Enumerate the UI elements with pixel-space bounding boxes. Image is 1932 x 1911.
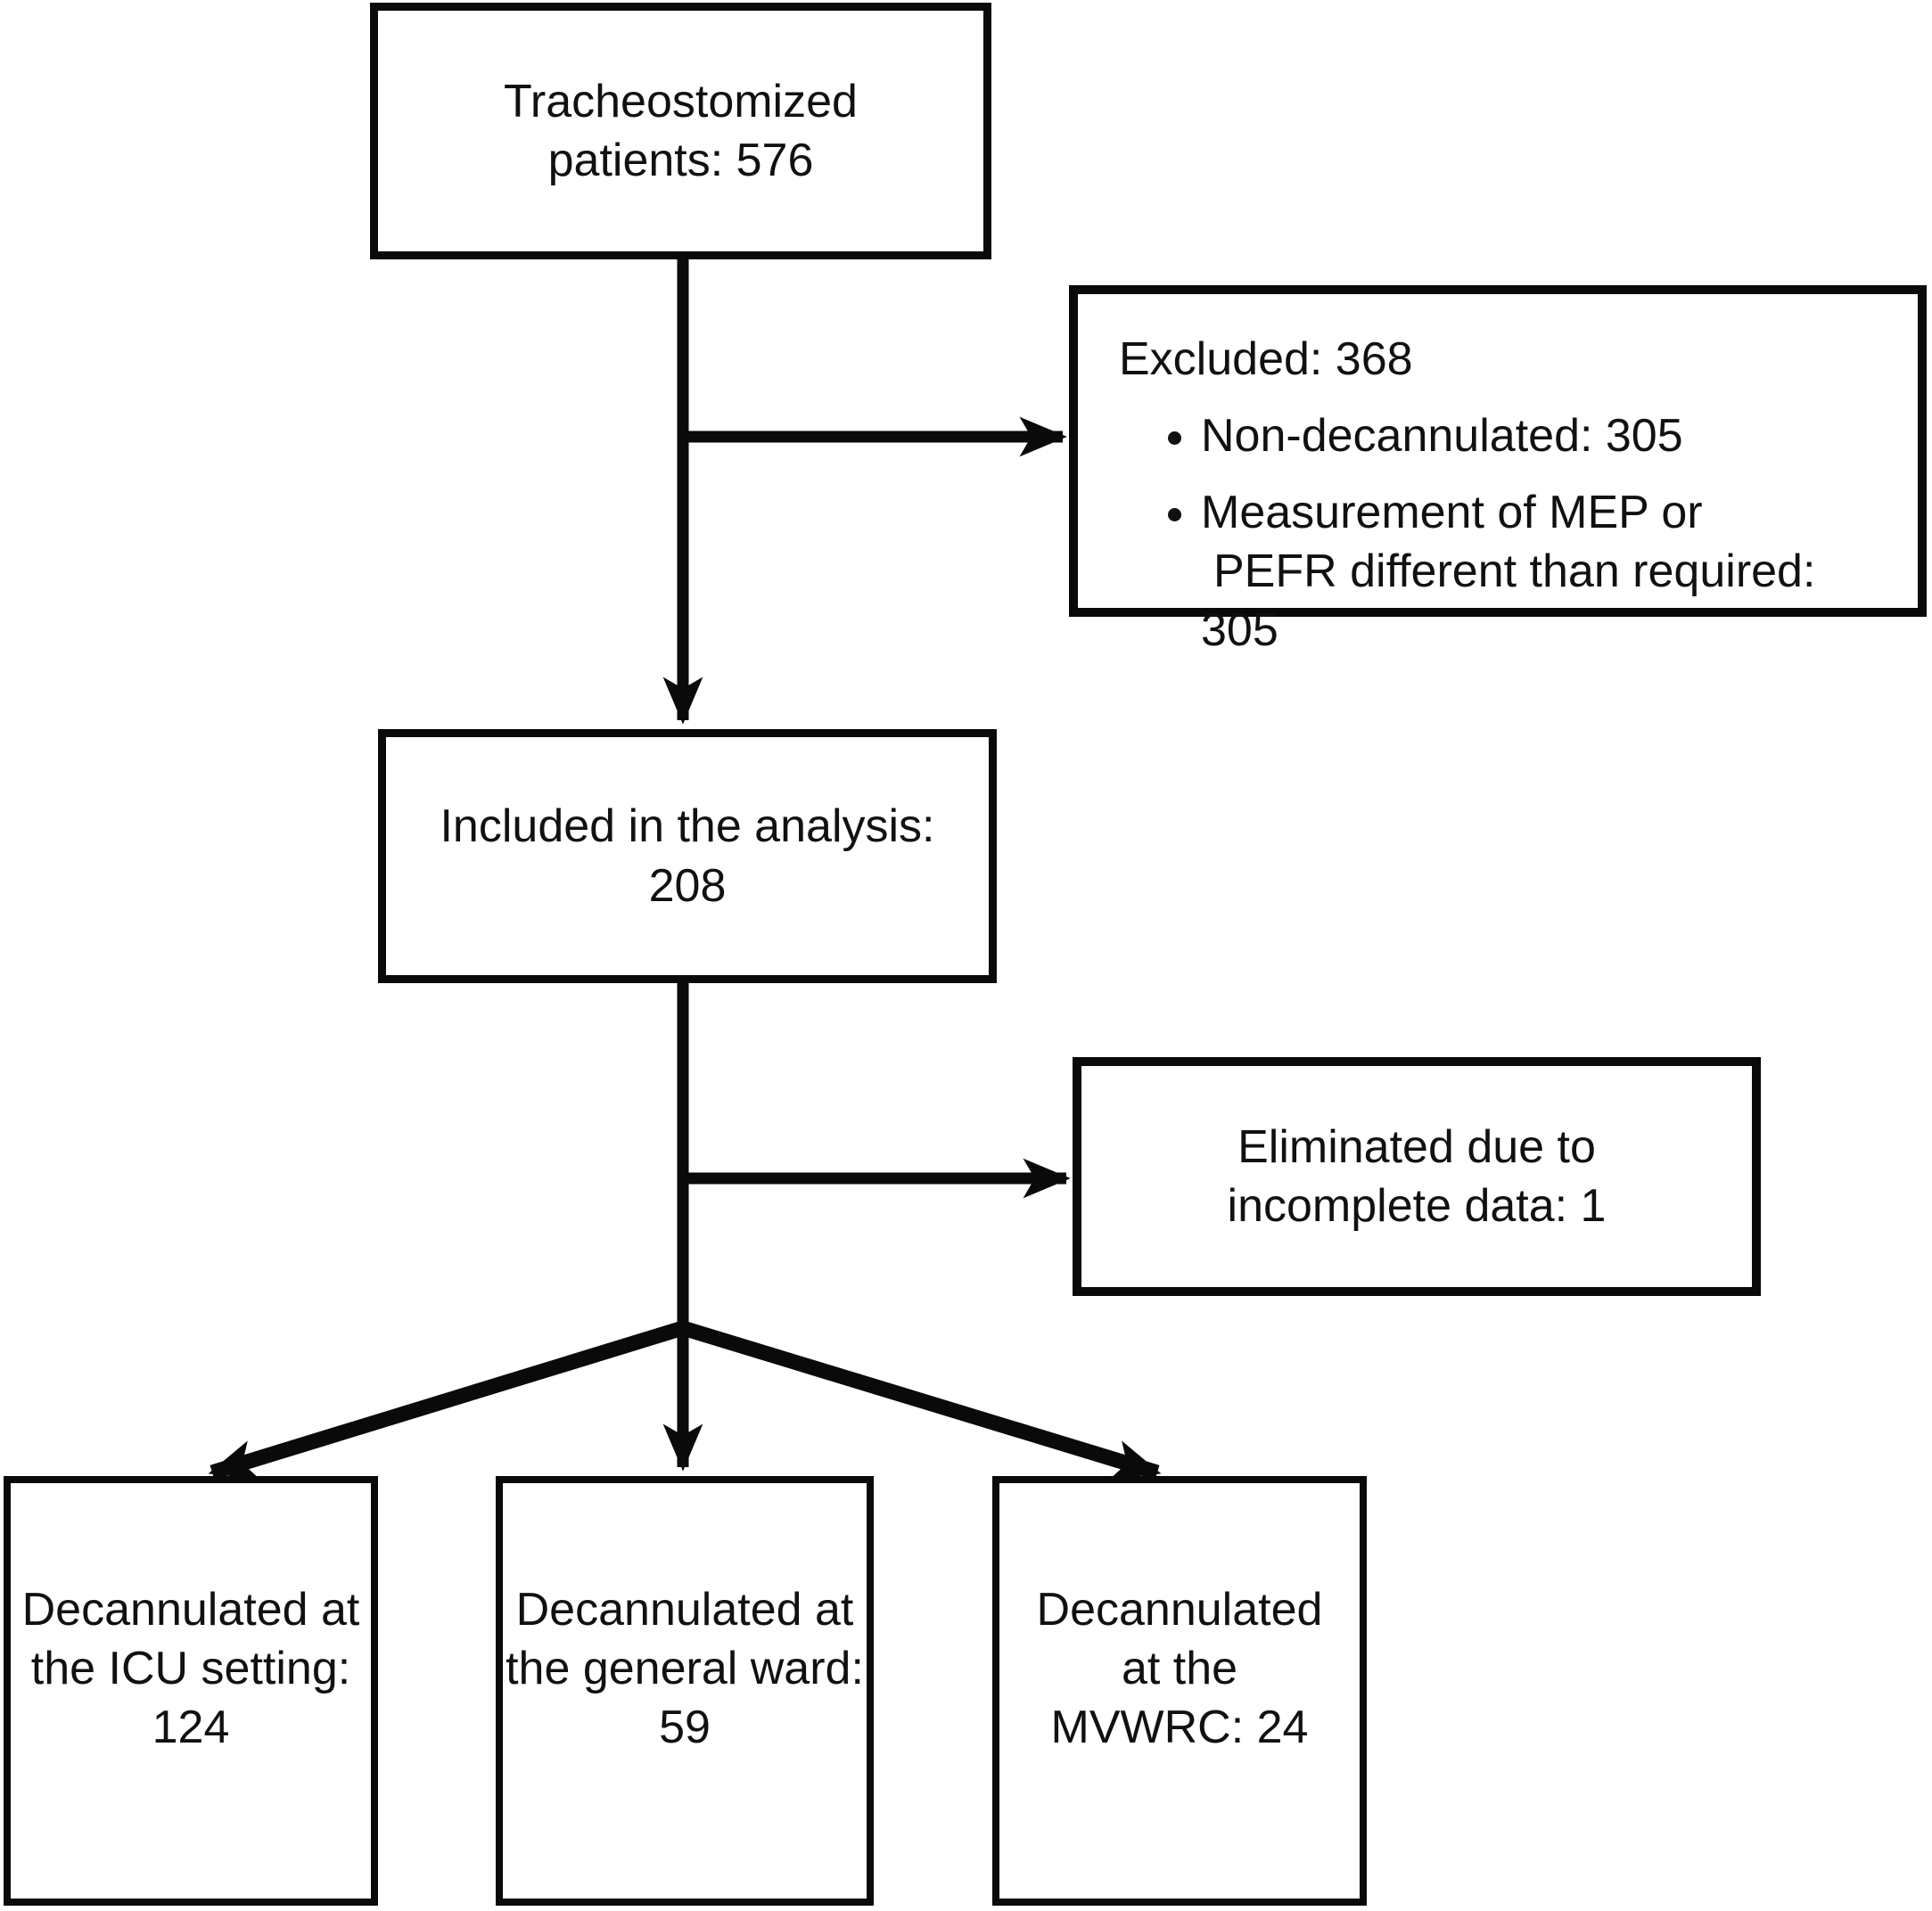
node-eliminated-label: Eliminated due to incomplete data: 1 bbox=[1227, 1120, 1607, 1232]
excluded-bullet-1-text: Non-decannulated: 305 bbox=[1201, 410, 1683, 463]
node-decannulated-general-ward-label: Decannulated at the general ward: 59 bbox=[506, 1583, 864, 1754]
excluded-bullet-measurement: Measurement of MEP or PEFR different than… bbox=[1201, 483, 1902, 660]
node-decannulated-general-ward: Decannulated at the general ward: 59 bbox=[496, 1476, 874, 1906]
node-tracheostomized-label: Tracheostomized patients: 576 bbox=[504, 75, 858, 186]
node-included: Included in the analysis: 208 bbox=[378, 729, 997, 983]
excluded-bullet-2-line-2: PEFR different than required: 305 bbox=[1201, 545, 1816, 657]
arrow-branch-to-mvwrc bbox=[680, 1320, 1162, 1480]
node-decannulated-mvwrc-label: Decannulated at the MVWRC: 24 bbox=[1036, 1583, 1323, 1754]
node-excluded-title: Excluded: 368 bbox=[1119, 333, 1413, 385]
node-tracheostomized: Tracheostomized patients: 576 bbox=[370, 3, 991, 259]
node-decannulated-mvwrc: Decannulated at the MVWRC: 24 bbox=[992, 1476, 1367, 1906]
node-excluded-bullet-list: Non-decannulated: 305 Measurement of MEP… bbox=[1119, 406, 1902, 660]
node-included-label: Included in the analysis: 208 bbox=[440, 800, 935, 912]
excluded-bullet-2-line-1: Measurement of MEP or bbox=[1201, 487, 1703, 539]
node-excluded: Excluded: 368 Non-decannulated: 305 Meas… bbox=[1069, 285, 1927, 656]
node-eliminated: Eliminated due to incomplete data: 1 bbox=[1073, 1057, 1761, 1296]
excluded-bullet-non-decannulated: Non-decannulated: 305 bbox=[1201, 406, 1902, 465]
node-decannulated-icu: Decannulated at the ICU setting: 124 bbox=[4, 1476, 378, 1906]
node-decannulated-icu-label: Decannulated at the ICU setting: 124 bbox=[21, 1583, 360, 1754]
arrow-branch-to-icu bbox=[208, 1320, 686, 1480]
